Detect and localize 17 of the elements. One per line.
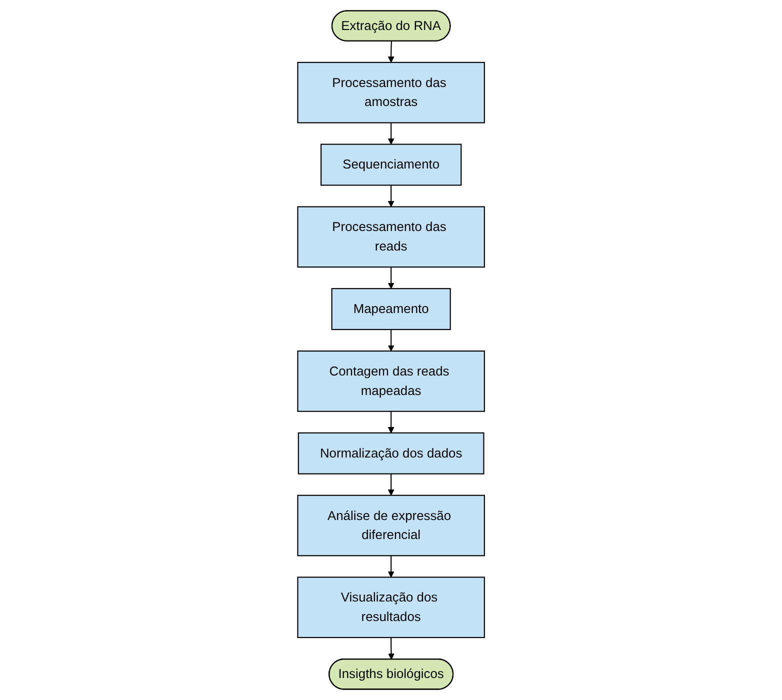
arrow xyxy=(388,41,394,63)
arrow xyxy=(388,556,394,578)
arrow xyxy=(388,330,394,352)
arrow xyxy=(388,474,394,496)
arrow xyxy=(388,122,394,145)
node-box: Sequenciamento xyxy=(320,144,462,186)
node-box: Análise de expressão diferencial xyxy=(297,494,485,556)
node-box: Normalização dos dados xyxy=(298,432,484,474)
arrow xyxy=(388,267,394,289)
arrow xyxy=(388,185,394,208)
node-box: Visualização dos resultados xyxy=(297,576,485,638)
node-box: Processamento das reads xyxy=(297,206,485,268)
node-box: Contagem das reads mapeadas xyxy=(297,350,485,412)
node-box: Processamento das amostras xyxy=(297,62,485,124)
node-box: Mapeamento xyxy=(331,288,451,330)
arrow xyxy=(388,638,394,660)
arrow xyxy=(388,411,394,434)
